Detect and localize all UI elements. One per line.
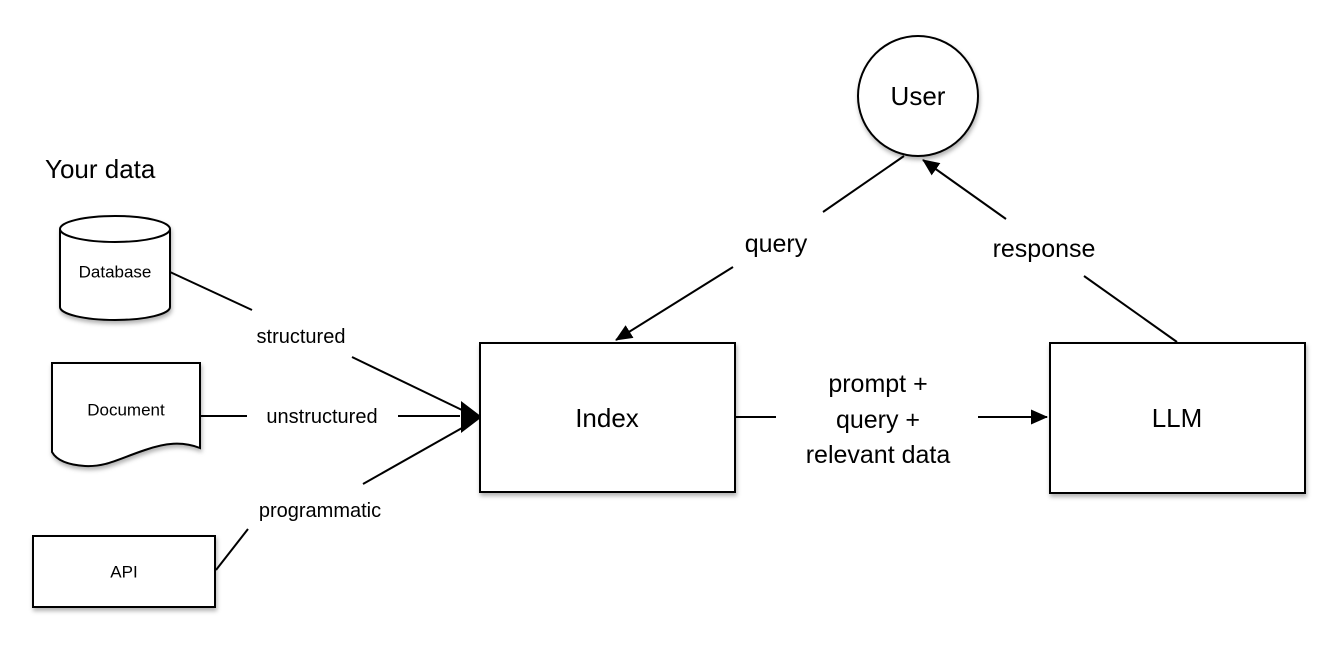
edge-unstructured: unstructured bbox=[200, 406, 460, 428]
edge-prompt-query-relevant-data: prompt + query + relevant data bbox=[735, 370, 1048, 469]
edge-label-prompt-line-2: query + bbox=[836, 406, 920, 434]
index-node: Index bbox=[479, 342, 736, 493]
llm-node: LLM bbox=[1049, 342, 1306, 494]
index-rect bbox=[479, 342, 736, 493]
index-converging-arrowhead bbox=[461, 401, 482, 433]
edge-query-segment-1 bbox=[822, 155, 905, 213]
api-rect bbox=[32, 535, 216, 608]
edge-label-prompt-line-3: relevant data bbox=[806, 441, 951, 469]
document-node: Document bbox=[51, 362, 201, 468]
user-node: User bbox=[857, 35, 979, 157]
user-label: User bbox=[891, 81, 946, 111]
edge-programmatic: programmatic bbox=[215, 427, 463, 571]
edge-label-programmatic: programmatic bbox=[259, 500, 381, 522]
edge-response-segment-1 bbox=[1083, 275, 1178, 343]
edge-label-response: response bbox=[993, 235, 1096, 263]
llm-rect bbox=[1049, 342, 1306, 494]
edge-programmatic-segment-2 bbox=[362, 427, 463, 485]
edge-structured: structured bbox=[169, 271, 463, 411]
edge-label-structured: structured bbox=[257, 326, 346, 348]
edge-programmatic-segment-1 bbox=[215, 528, 249, 571]
edge-structured-segment-1 bbox=[169, 271, 253, 311]
edge-structured-segment-2 bbox=[351, 356, 463, 411]
edge-response: response bbox=[922, 159, 1178, 343]
database-cylinder-body bbox=[59, 229, 171, 321]
edge-label-unstructured: unstructured bbox=[266, 406, 377, 428]
database-label: Database bbox=[79, 263, 152, 282]
database-node: Database bbox=[59, 215, 171, 321]
user-circle bbox=[857, 35, 979, 157]
api-label: API bbox=[110, 563, 137, 582]
your-data-title: Your data bbox=[45, 154, 156, 184]
edge-query: query bbox=[615, 155, 905, 341]
edge-response-segment-2 bbox=[922, 159, 1007, 220]
document-shape bbox=[51, 362, 201, 468]
index-label: Index bbox=[575, 403, 639, 433]
llm-label: LLM bbox=[1152, 403, 1203, 433]
api-node: API bbox=[32, 535, 216, 608]
document-label: Document bbox=[87, 401, 165, 420]
edge-query-segment-2 bbox=[615, 266, 734, 341]
edge-label-query: query bbox=[745, 230, 808, 258]
edge-label-prompt-line-1: prompt + bbox=[828, 370, 927, 398]
database-cylinder-top bbox=[59, 215, 171, 243]
